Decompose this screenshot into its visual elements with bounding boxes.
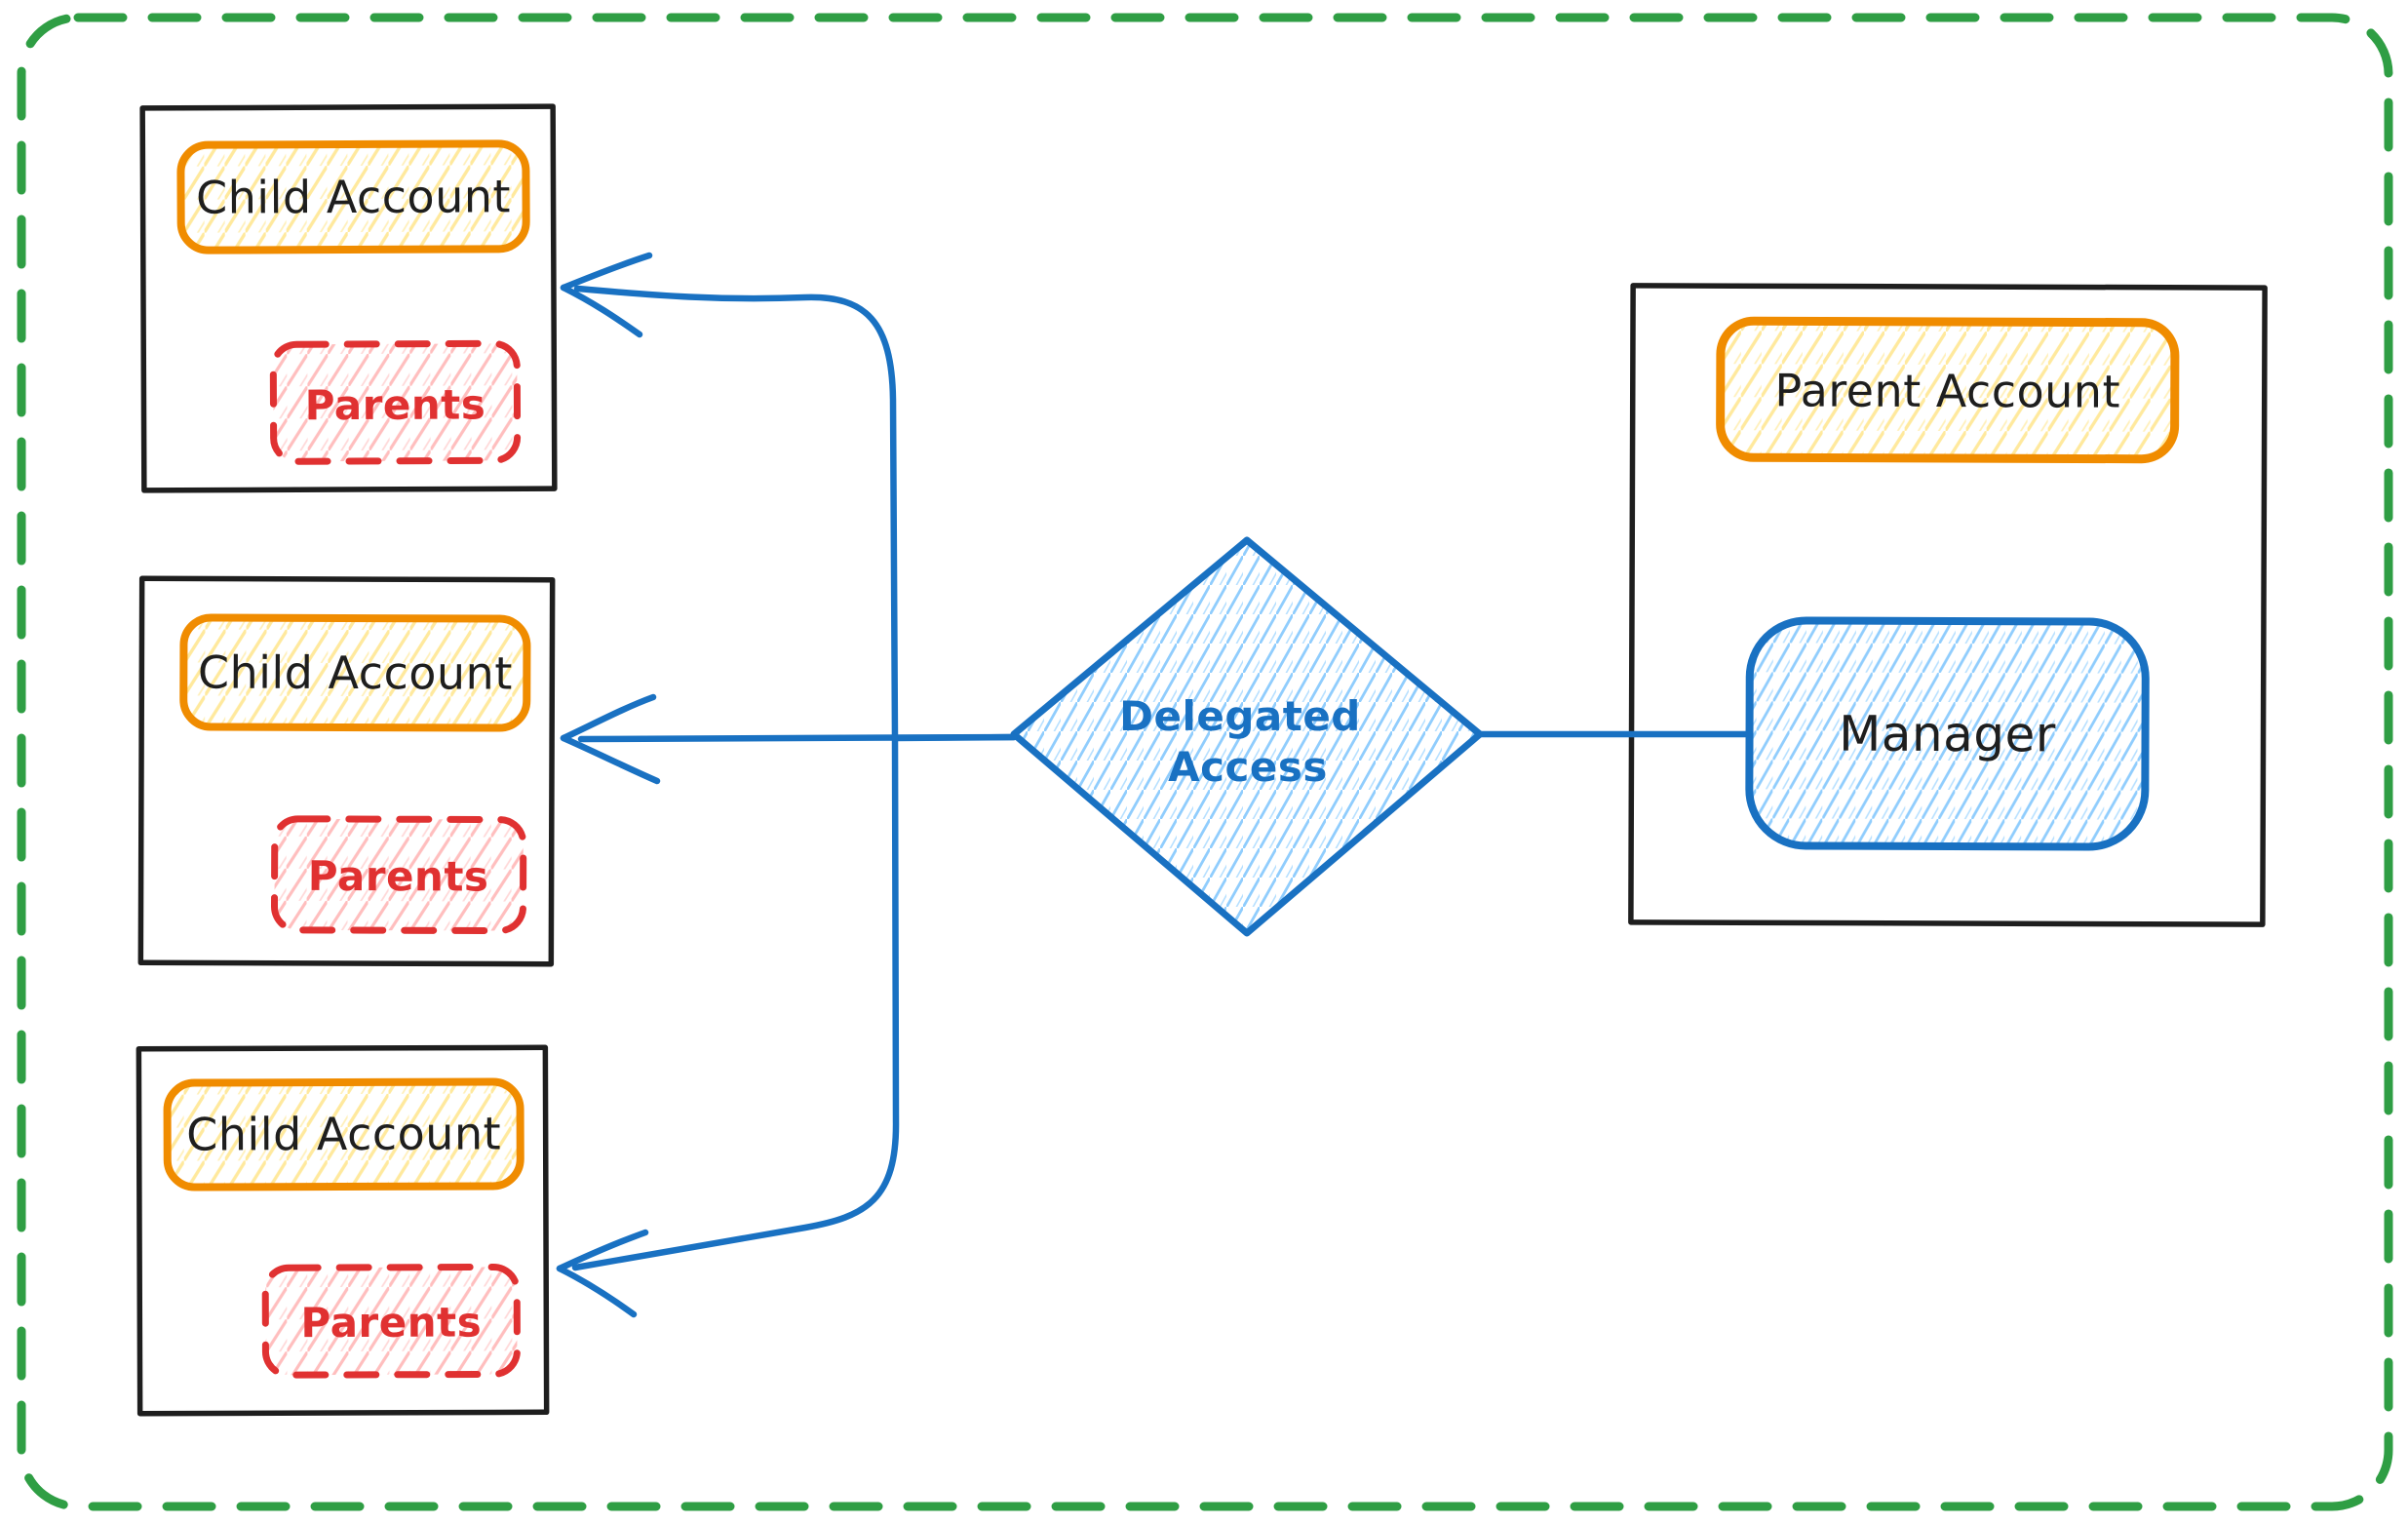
arrowhead-child-2-barb-top (560, 693, 657, 742)
arrowhead-child-2-barb-bottom (560, 734, 661, 785)
parent-title-badge (1716, 316, 2180, 464)
connectors (556, 252, 1754, 1318)
manager-label: Manager (1839, 706, 2056, 763)
diamond-label-line1: Delegated (1119, 692, 1361, 740)
delegated-access-diamond: Delegated Access (1010, 536, 1484, 937)
arrowhead-child-3-barb-top (556, 1229, 649, 1272)
child-card-2-title-badge (179, 613, 531, 732)
arrow-to-child-3 (556, 734, 900, 1318)
canvas-dashed-border (17, 13, 2393, 1511)
child-card-1-title: Child Account (196, 170, 511, 223)
child-card-2-parents-chip (271, 815, 527, 935)
arrow-to-child-1 (560, 252, 1018, 742)
child-card-2-parents-label: Parents (308, 852, 489, 901)
arrowhead-child-1-barb-top (560, 252, 653, 292)
child-card-3-title-badge (163, 1077, 524, 1192)
child-card-3-title: Child Account (186, 1107, 501, 1160)
parent-account-card: Parent Account Manager (1628, 283, 2268, 927)
child-card-2-title: Child Account (198, 645, 513, 699)
child-card-3-parents-chip (261, 1263, 521, 1379)
diamond-label-line2: Access (1168, 743, 1328, 791)
child-account-card-1: Child Account Parents (139, 103, 558, 493)
child-account-card-3: Child Account Parents (136, 1044, 550, 1417)
arrowhead-child-1-barb-bottom (560, 284, 643, 338)
parent-title: Parent Account (1774, 364, 2120, 417)
child-card-1-parents-chip (269, 339, 522, 465)
child-card-1-title-badge (176, 139, 530, 254)
arrowhead-child-3-barb-bottom (556, 1265, 638, 1318)
diamond-shape (1010, 536, 1484, 937)
child-card-3-parents-label: Parents (300, 1299, 482, 1348)
child-account-card-2: Child Account Parents (137, 575, 556, 967)
child-card-1-parents-label: Parents (305, 380, 486, 429)
